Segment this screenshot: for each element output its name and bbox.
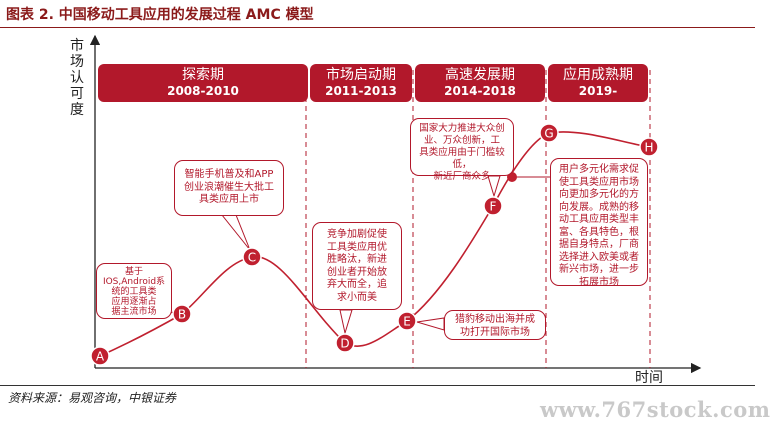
phase-maturity: 应用成熟期 2019- <box>548 64 648 102</box>
node-c: C <box>242 247 262 267</box>
svg-text:F: F <box>490 200 497 214</box>
phase-years: 2008-2010 <box>167 84 239 98</box>
figure-title: 图表 2. 中国移动工具应用的发展过程 AMC 模型 <box>6 7 314 23</box>
callout-f: 国家大力推进大众创 业、万众创新，工 具类应用由于门槛较低， 新近厂商众多 <box>410 118 514 182</box>
callout-h: 用户多元化需求促 使工具类应用市场 向更加多元化的方 向发展。成熟的移 动工具应… <box>550 158 648 288</box>
callout-b: 基于 IOS,Android系 统的工具类 应用逐渐占 据主流市场 <box>96 263 172 319</box>
node-f: F <box>483 196 503 216</box>
callout-tail-f <box>487 175 501 198</box>
callout-tail-d <box>339 309 353 335</box>
svg-text:G: G <box>544 127 553 141</box>
svg-text:D: D <box>340 337 349 351</box>
title-rule <box>0 27 755 28</box>
svg-text:H: H <box>644 141 653 155</box>
node-b: B <box>172 304 192 324</box>
svg-text:B: B <box>178 308 186 322</box>
phase-years: 2019- <box>578 84 618 98</box>
phase-years: 2011-2013 <box>325 84 397 98</box>
phase-name: 应用成熟期 <box>563 67 633 83</box>
callout-d: 竞争加剧促使 工具类应用优 胜略汰，新进 创业者开始放 弃大而全，追 求小而美 <box>312 222 402 310</box>
phase-name: 市场启动期 <box>326 67 396 83</box>
node-a: A <box>90 346 110 366</box>
phase-exploration: 探索期 2008-2010 <box>98 64 308 102</box>
node-g: G <box>539 123 559 143</box>
svg-text:A: A <box>96 350 105 364</box>
watermark: www.767stock.com <box>540 397 770 422</box>
footer-rule <box>0 385 755 386</box>
node-h: H <box>639 137 659 157</box>
svg-text:E: E <box>403 315 411 329</box>
phase-name: 探索期 <box>182 67 224 83</box>
node-d: D <box>335 333 355 353</box>
x-axis-label: 时间 <box>635 370 663 386</box>
y-axis-label: 市 场 认 可 度 <box>70 38 84 118</box>
node-e: E <box>397 311 417 331</box>
source-note: 资料来源：易观咨询，中银证券 <box>8 391 177 405</box>
callout-c: 智能手机普及和APP 创业浪潮催生大批工 具类应用上市 <box>174 160 284 216</box>
phase-rapid-growth: 高速发展期 2014-2018 <box>415 64 545 102</box>
phase-years: 2014-2018 <box>444 84 516 98</box>
callout-e: 猎豹移动出海并成 功打开国际市场 <box>444 310 546 340</box>
phase-name: 高速发展期 <box>445 67 515 83</box>
phase-launch: 市场启动期 2011-2013 <box>310 64 412 102</box>
svg-text:C: C <box>248 251 256 265</box>
